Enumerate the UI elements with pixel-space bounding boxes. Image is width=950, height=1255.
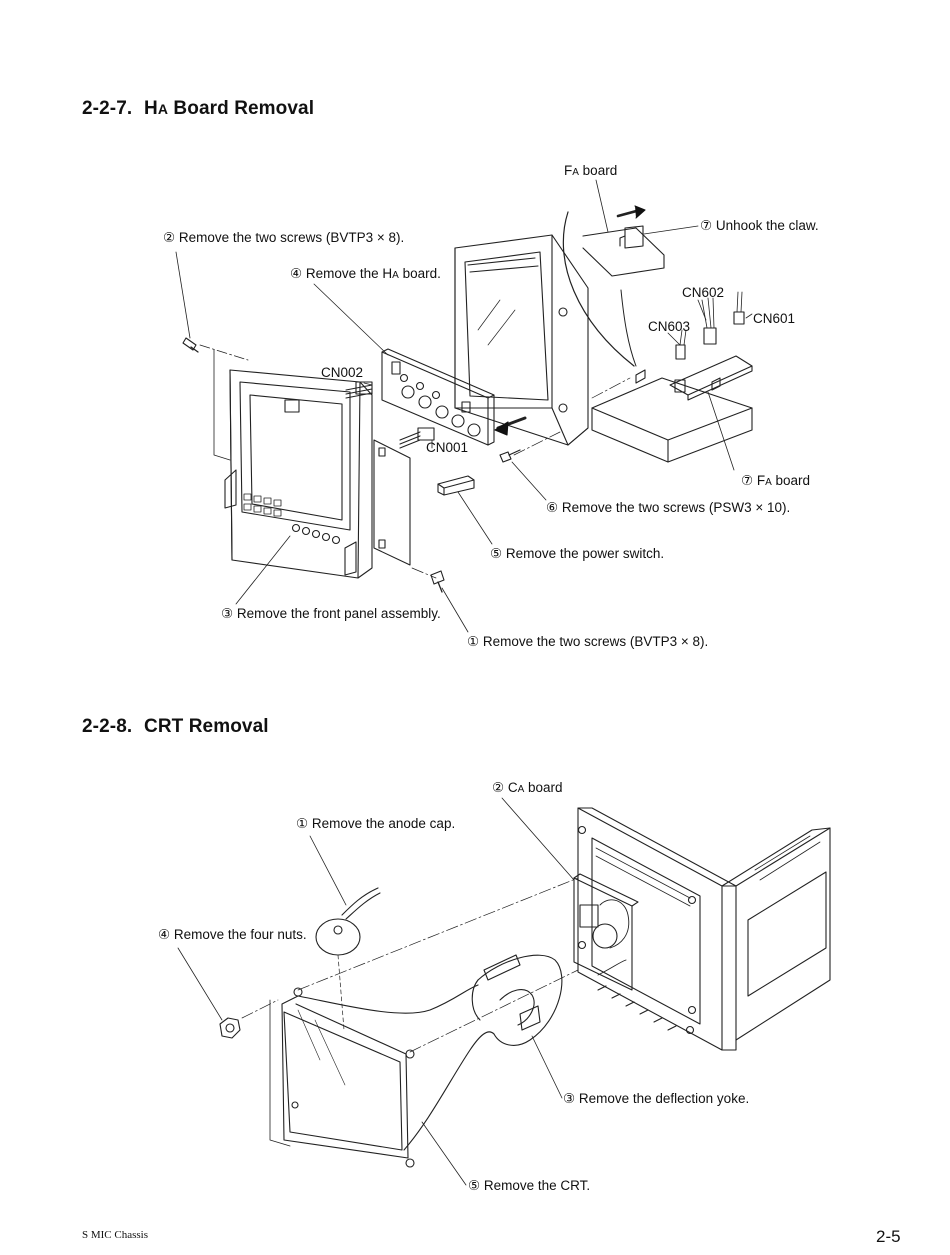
callout-3-front-panel: ③ Remove the front panel assembly.	[221, 606, 441, 621]
crt-leader-lines	[177, 797, 575, 1186]
label-cn002: CN002	[321, 365, 363, 380]
callout-5-crt: ⑤ Remove the CRT.	[468, 1178, 590, 1193]
section-heading-ha-board-removal: 2-2-7. HA Board Removal	[82, 98, 314, 120]
callout-7-unhook-claw: ⑦ Unhook the claw.	[700, 218, 819, 233]
ha-board	[381, 348, 527, 446]
anode-cap	[315, 887, 381, 1031]
callout-5-power-switch: ⑤ Remove the power switch.	[490, 546, 664, 561]
section-title-sub: A	[157, 101, 169, 117]
chassis-box	[577, 807, 831, 1051]
leader-lines	[175, 179, 753, 633]
base-plate	[591, 377, 753, 463]
label-cn603: CN603	[648, 319, 690, 334]
power-switch	[437, 475, 475, 496]
claw-detail	[562, 205, 665, 367]
callout-2-screws: ② Remove the two screws (BVTP3 × 8).	[163, 230, 404, 245]
section-number: 2-2-7.	[82, 98, 133, 119]
deflection-yoke	[471, 954, 563, 1046]
crt-tube	[269, 984, 495, 1168]
ha-board-figure	[175, 179, 753, 633]
callout-6-screws: ⑥ Remove the two screws (PSW3 × 10).	[546, 500, 790, 515]
screws	[182, 337, 521, 593]
section-title-prefix: H	[144, 98, 158, 119]
front-panel-assembly	[199, 344, 411, 579]
callout-4-remove-ha-board: ④ Remove the HA board.	[290, 266, 441, 281]
callout-1-screws: ① Remove the two screws (BVTP3 × 8).	[467, 634, 708, 649]
crt-alignment-lines	[297, 877, 579, 1053]
callout-3-deflection-yoke: ③ Remove the deflection yoke.	[563, 1091, 749, 1106]
section-title: CRT Removal	[144, 716, 269, 737]
section-title-rest: Board Removal	[168, 98, 315, 119]
callout-1-anode-cap: ① Remove the anode cap.	[296, 816, 455, 831]
footer-chassis-name: S MIC Chassis	[82, 1229, 149, 1241]
rear-case	[454, 234, 589, 446]
section-heading-crt-removal: 2-2-8. CRT Removal	[82, 716, 269, 738]
ca-board	[573, 873, 639, 991]
section-number: 2-2-8.	[82, 716, 133, 737]
label-cn601: CN601	[753, 311, 795, 326]
callout-2-ca-board: ② CA board	[492, 780, 563, 795]
nut	[219, 999, 279, 1039]
callout-fa-board: FA board	[564, 163, 617, 178]
crt-figure	[177, 797, 831, 1186]
footer-page-number: 2-5	[876, 1227, 901, 1246]
fa-board	[635, 291, 753, 401]
callout-4-nuts: ④ Remove the four nuts.	[158, 927, 307, 942]
label-cn602: CN602	[682, 285, 724, 300]
label-cn001: CN001	[426, 440, 468, 455]
crt-callouts: ② CA board ① Remove the anode cap. ④ Rem…	[158, 780, 749, 1193]
ha-callouts: FA board ⑦ Unhook the claw. ② Remove the…	[163, 163, 819, 649]
callout-7-fa-board: ⑦ FA board	[741, 473, 810, 488]
alignment-lines	[411, 377, 631, 579]
